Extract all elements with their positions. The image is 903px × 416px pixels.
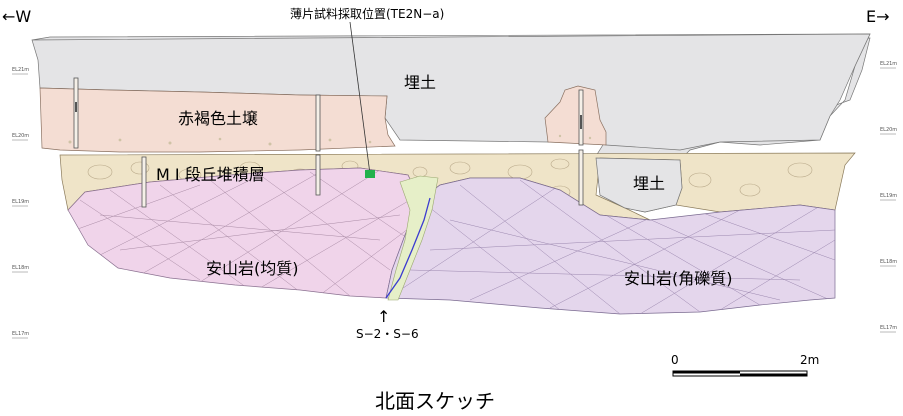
layer-label-fill-top: 埋土	[404, 73, 436, 92]
direction-west: ←W	[2, 7, 31, 26]
caption: 北面スケッチ	[375, 389, 495, 413]
layer-label-fill-right: 埋土	[633, 174, 665, 193]
layer-label-andesite-homogeneous: 安山岩(均質)	[206, 259, 299, 278]
tick-right-17: EL17m	[880, 325, 897, 331]
tick-left-17: EL17m	[12, 331, 29, 337]
scale-end: 2m	[800, 353, 819, 367]
tick-left-18: EL18m	[12, 265, 29, 271]
tick-right-21: EL21m	[880, 61, 897, 67]
layer-label-terrace: M I 段丘堆積層	[156, 165, 265, 184]
tick-left-21: EL21m	[12, 67, 29, 73]
fault-line	[385, 197, 431, 299]
layer-label-reddish-soil: 赤褐色土壌	[178, 109, 258, 128]
tick-left-19: EL19m	[12, 199, 29, 205]
tick-left-20: EL20m	[12, 133, 29, 139]
scale-start: 0	[671, 353, 679, 367]
andesite-breccia-layer	[385, 177, 836, 315]
sample-leader-line	[349, 21, 371, 175]
fault-zone	[385, 175, 439, 301]
direction-east: E→	[866, 7, 890, 26]
elevation-ticks-left: EL21m EL20m EL19m EL18m EL17m	[12, 67, 29, 339]
layer-label-andesite-breccia: 安山岩(角礫質)	[624, 269, 733, 288]
tick-right-19: EL19m	[880, 193, 897, 199]
sample-marker	[365, 170, 375, 178]
tick-right-18: EL18m	[880, 259, 897, 265]
fault-label: S−2・S−6	[356, 327, 419, 341]
reddish-soil-layer	[39, 85, 607, 153]
sample-location-label: 薄片試料採取位置(TE2N−a)	[290, 6, 444, 21]
fault-arrow: ↑	[377, 307, 390, 326]
andesite-homogeneous-layer	[67, 167, 421, 299]
tick-right-20: EL20m	[880, 127, 897, 133]
elevation-ticks-right: EL21m EL20m EL19m EL18m EL17m	[880, 61, 897, 333]
scale-bar: 0 2m	[671, 353, 819, 377]
